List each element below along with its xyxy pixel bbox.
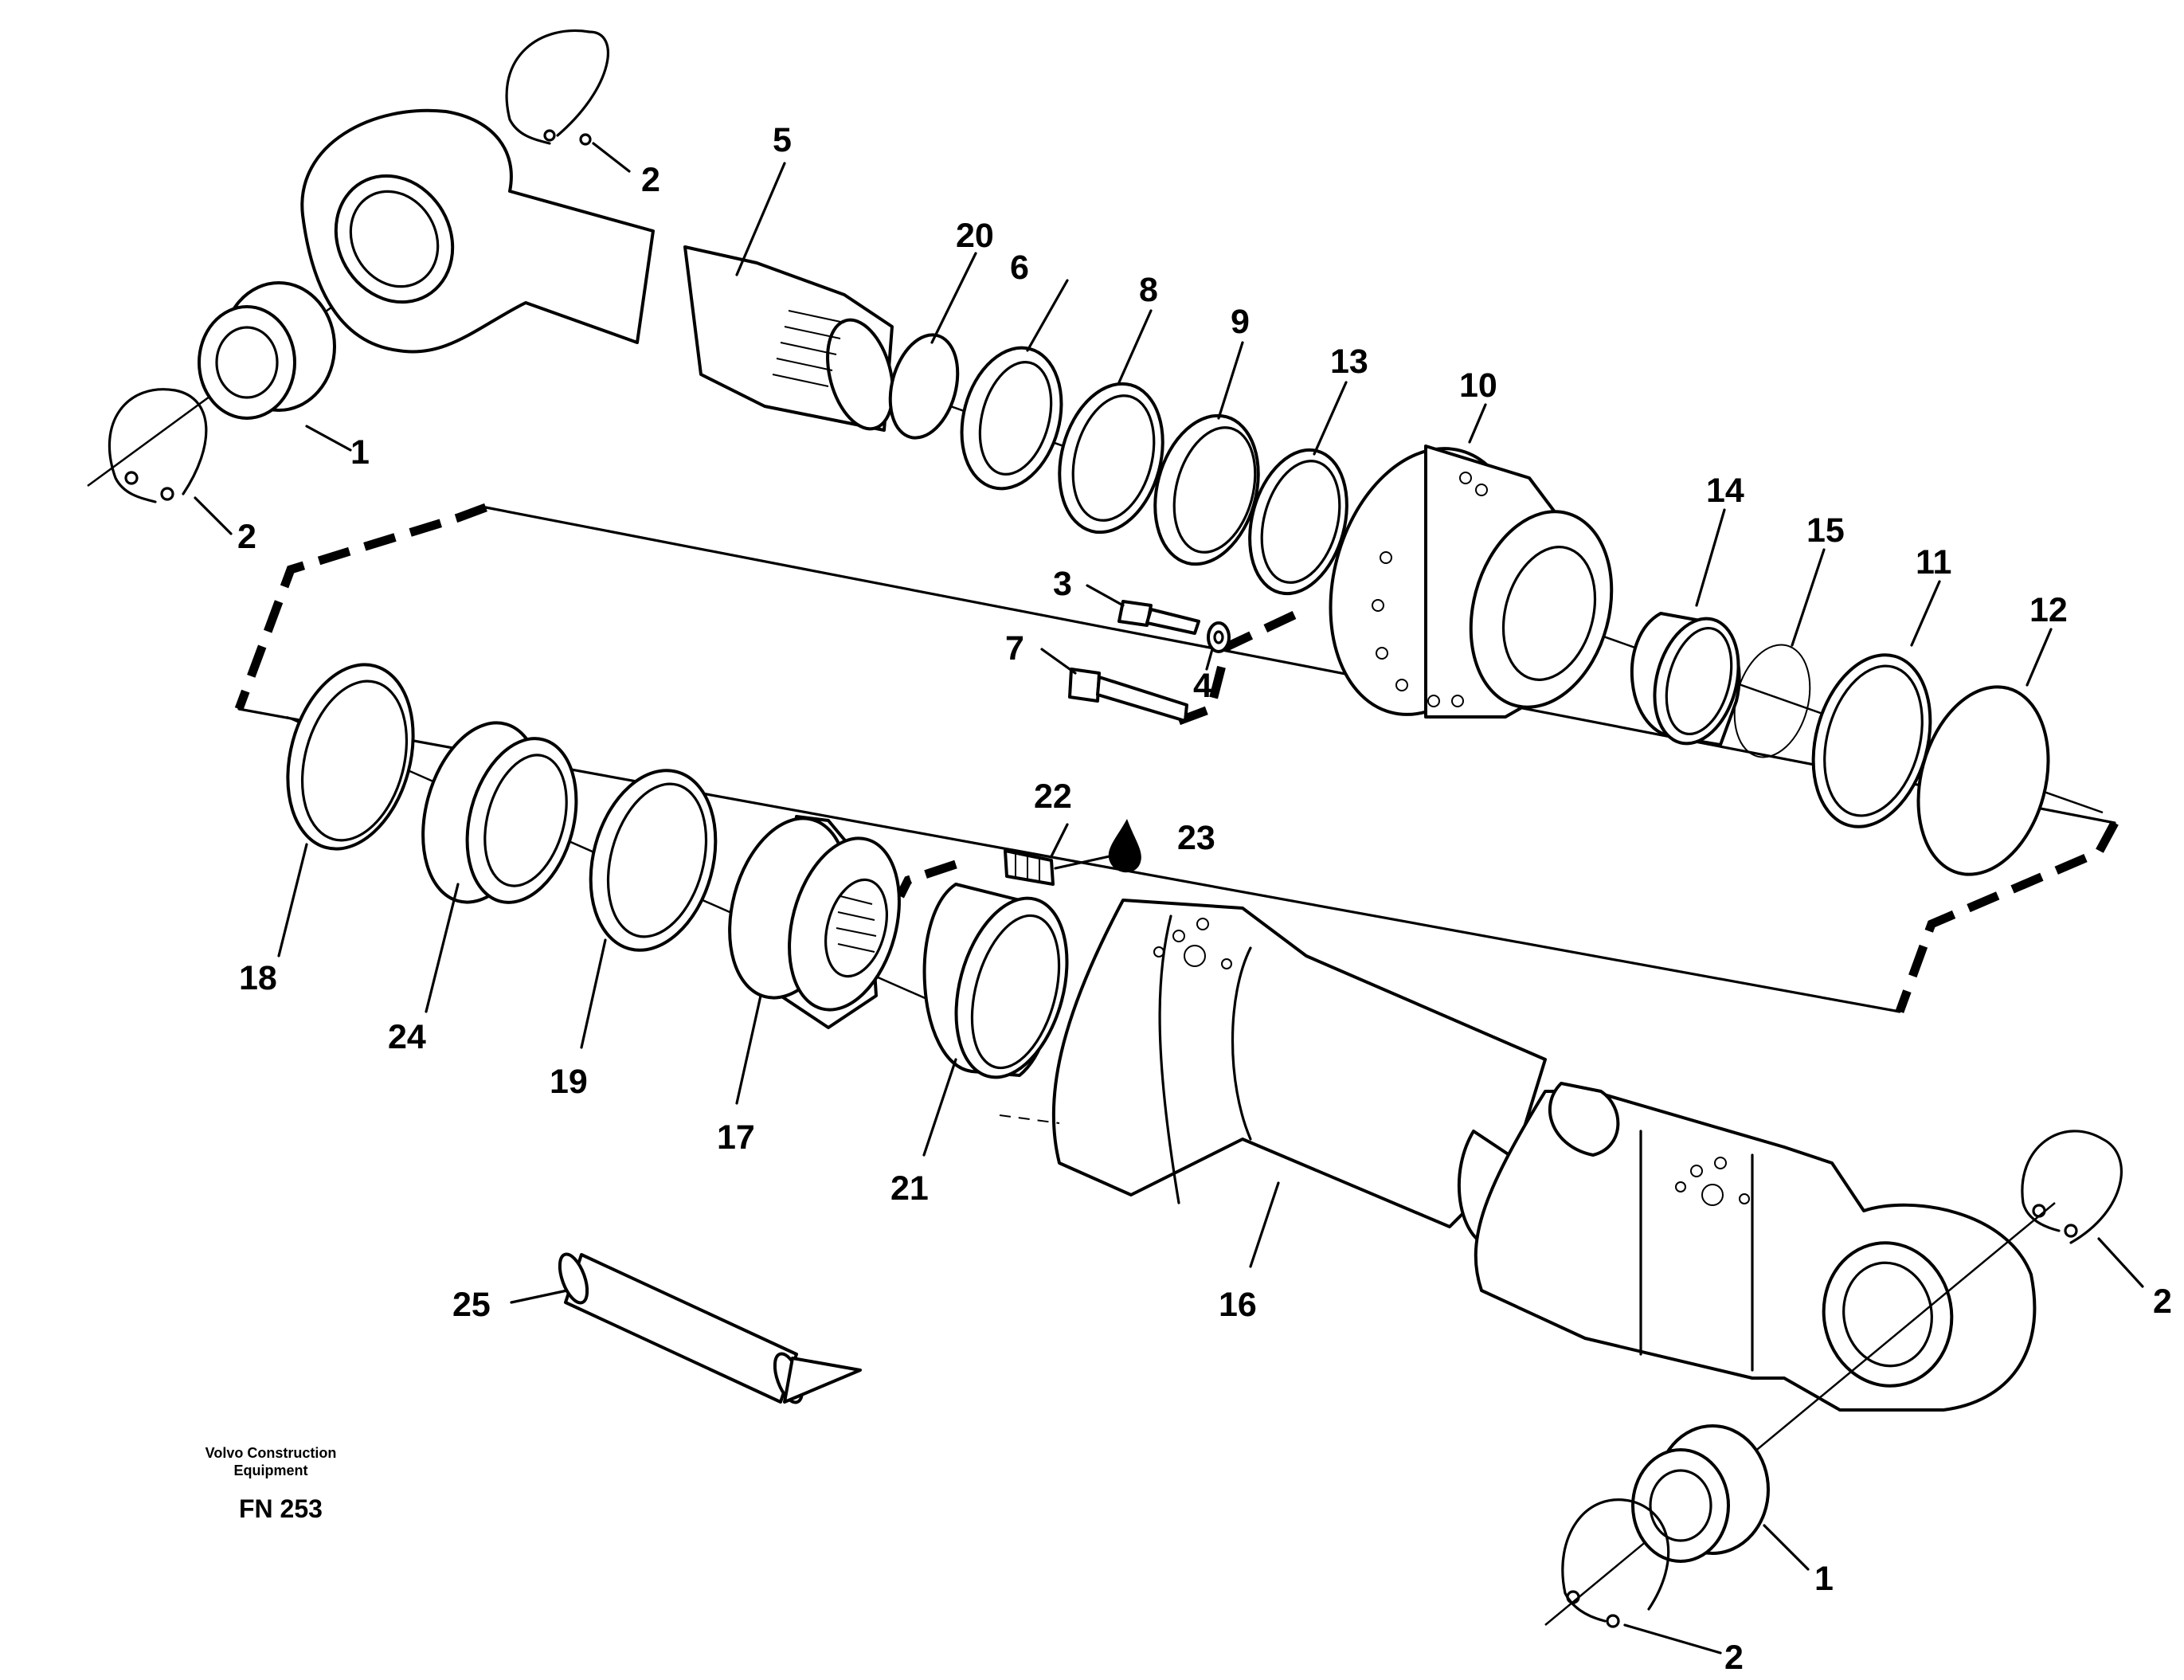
company-name-line2: Equipment [234,1463,308,1478]
callout-16: 16 [1219,1286,1257,1324]
screw-3 [1117,600,1200,635]
grease-nipple-22 [1004,849,1055,886]
bolt-7 [1068,668,1188,723]
circlip-lower-left [1561,1498,1670,1628]
circlip-upper-left [108,388,208,503]
cylinder-tube-16 [999,899,2037,1412]
callout-2-lower-left: 2 [1724,1639,1744,1677]
cylinder-head-10 [1329,444,1614,719]
callout-5: 5 [773,121,792,159]
callout-19: 19 [550,1063,588,1101]
callout-17: 17 [717,1118,755,1157]
spherical-bearing-lower [1631,1424,1770,1563]
circlip-upper-top [505,29,609,146]
washer-4 [1207,621,1231,653]
callout-9: 9 [1231,303,1250,341]
figure-footer: Volvo Construction Equipment FN 253 [205,1445,337,1523]
callout-1-upper: 1 [350,433,370,472]
callout-2-upper-top: 2 [641,161,660,199]
callout-2-lower-right: 2 [2153,1283,2172,1321]
o-ring-20 [888,333,960,440]
mounting-tool-25 [558,1252,862,1404]
callout-2-upper-left: 2 [237,518,256,556]
ring-15 [1733,644,1811,758]
company-name-line1: Volvo Construction [205,1445,337,1461]
callout-12: 12 [2029,591,2068,629]
callout-14: 14 [1706,472,1744,510]
piston-rod [300,108,894,432]
ring-18 [286,663,415,851]
circlip-lower-right [2021,1130,2123,1244]
callout-24: 24 [388,1018,426,1056]
callout-7: 7 [1005,629,1024,668]
callout-20: 20 [956,217,994,255]
callout-15: 15 [1806,511,1845,550]
ring-19 [589,769,718,952]
bushing-14 [1630,612,1741,746]
callout-25: 25 [452,1286,491,1324]
guide-ring-21 [922,883,1069,1079]
callout-21: 21 [890,1169,929,1208]
callout-23: 23 [1177,819,1215,857]
piston-17 [728,815,901,1029]
lower-eye-axis [1544,1202,2056,1626]
callout-13: 13 [1330,343,1368,381]
callout-6: 6 [1010,249,1029,287]
callout-labels: 1 1 2 2 2 2 3 4 5 6 7 8 9 10 11 12 13 14… [237,121,2172,1677]
seal-8 [1058,382,1164,535]
oil-drop-23-icon [1054,819,1141,873]
wiper-6 [960,346,1063,491]
figure-code: FN 253 [239,1494,323,1523]
callout-11: 11 [1916,543,1951,582]
spherical-bearing-upper [198,281,336,420]
callout-4: 4 [1193,667,1212,705]
callout-1-lower: 1 [1814,1560,1834,1598]
leader-lines [194,142,2144,1655]
callout-18: 18 [239,959,277,997]
callout-10: 10 [1459,366,1497,405]
piston-seal-24 [421,721,578,904]
ring-13 [1248,448,1348,596]
callout-3: 3 [1053,565,1072,603]
backup-ring-12 [1916,685,2050,876]
callout-22: 22 [1034,777,1072,816]
callout-8: 8 [1139,271,1158,309]
seal-9 [1153,413,1260,566]
